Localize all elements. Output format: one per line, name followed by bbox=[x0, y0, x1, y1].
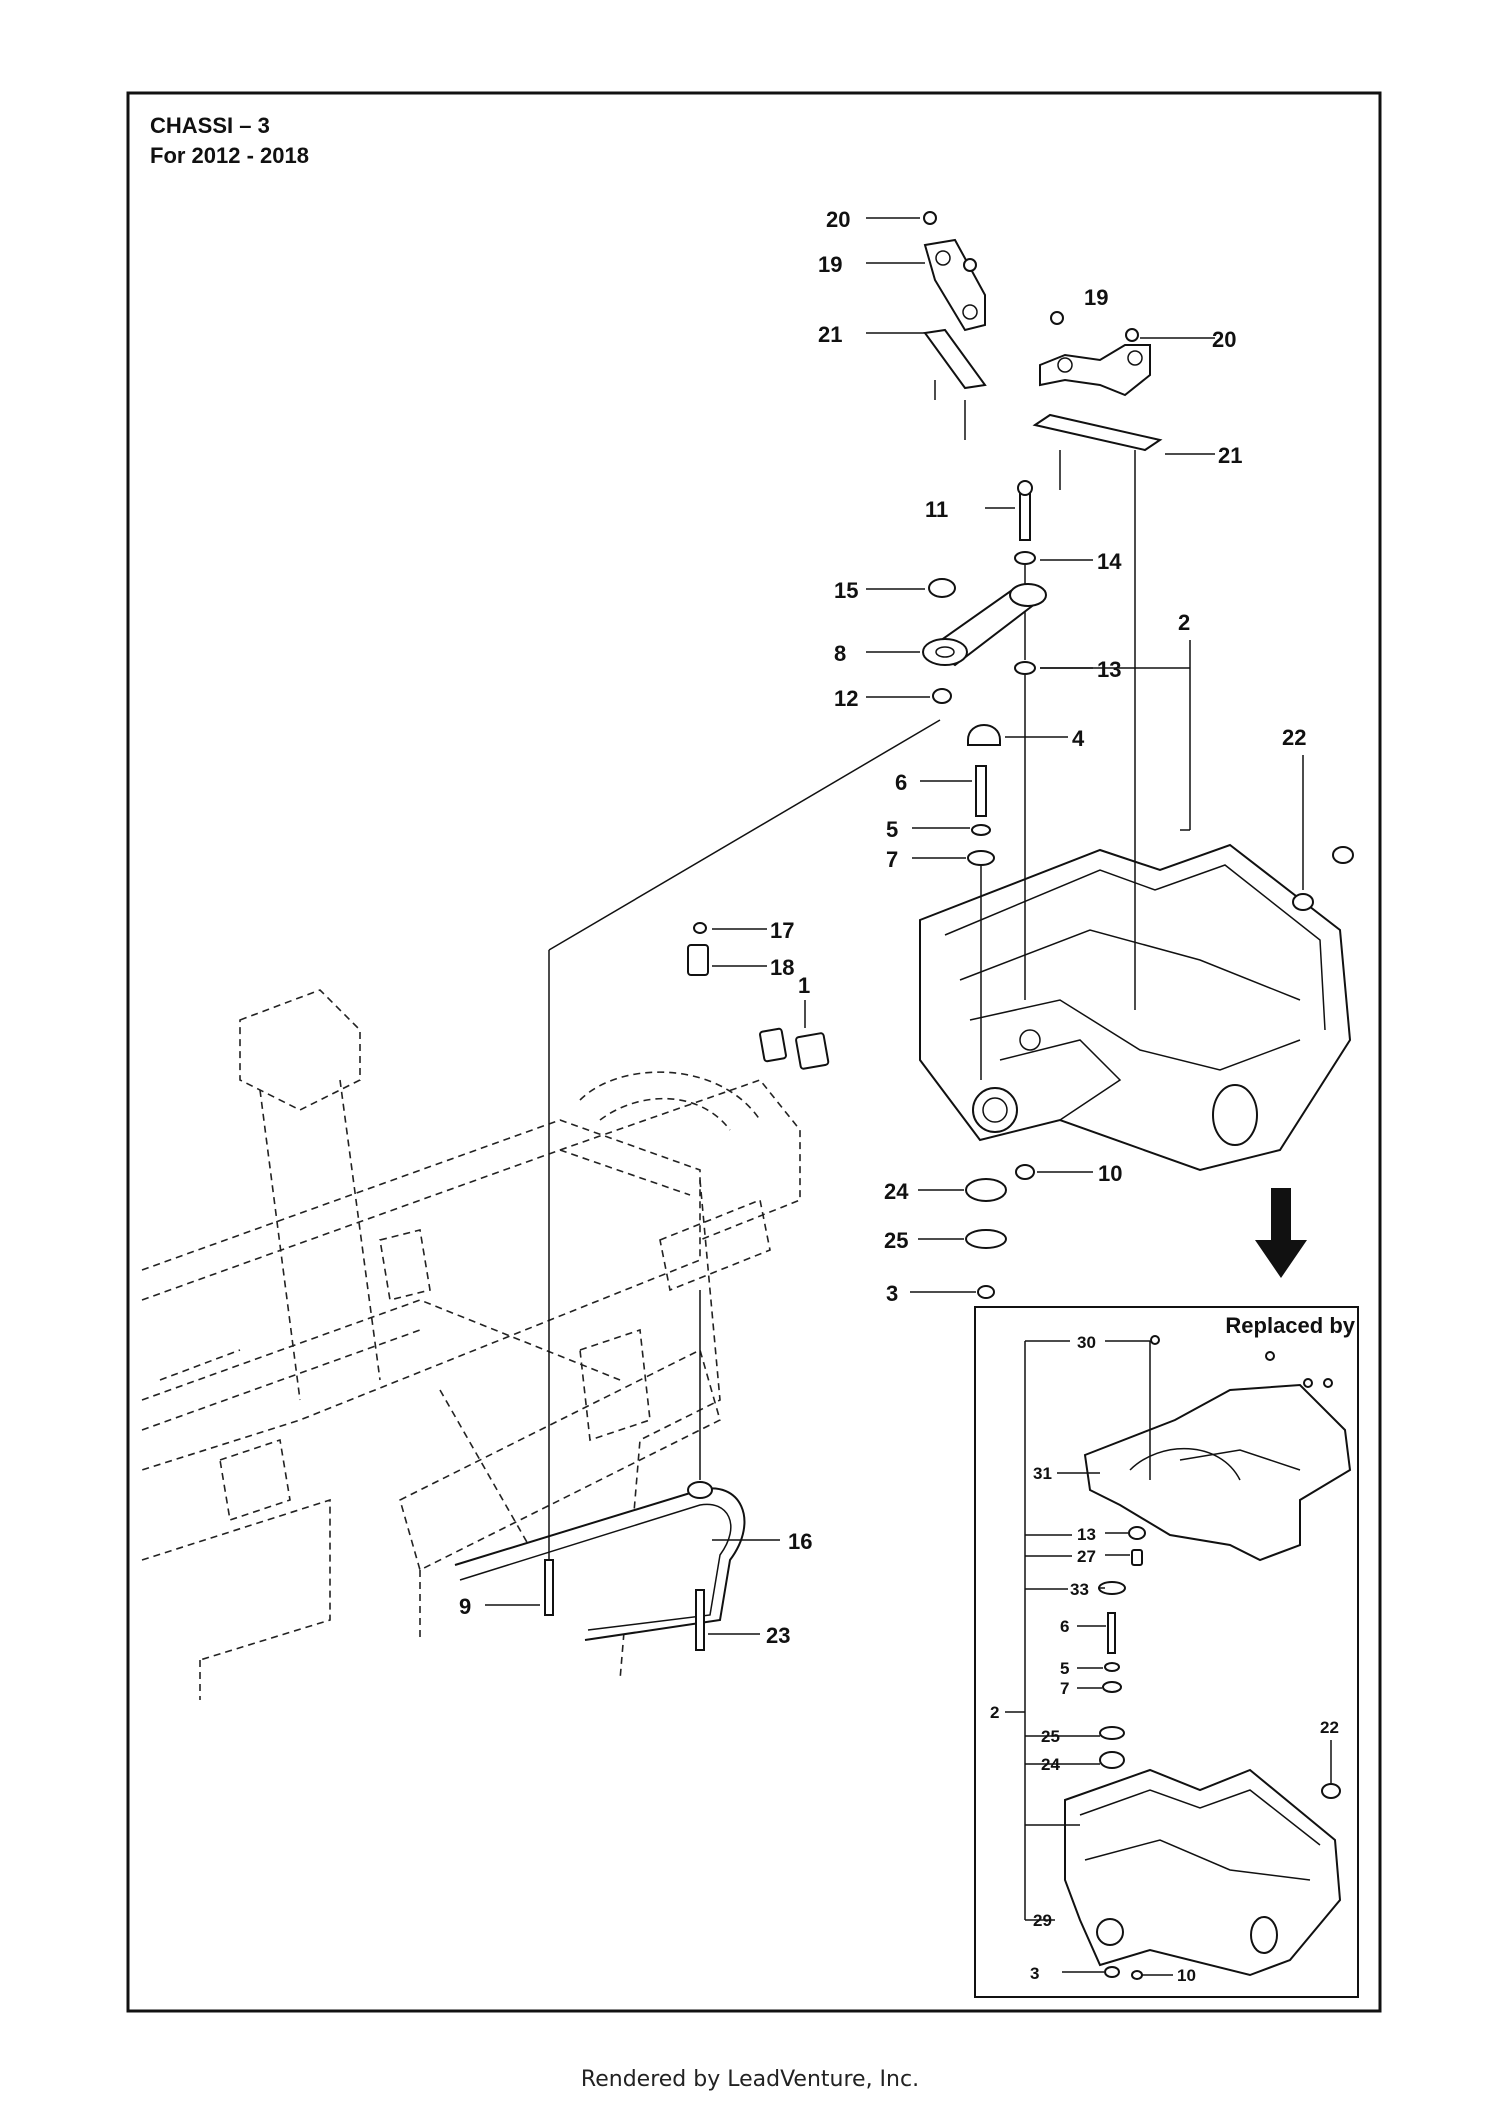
callout-22: 22 bbox=[1282, 725, 1306, 750]
part-6-bolt bbox=[975, 765, 987, 817]
inset-callout-3: 3 bbox=[1030, 1964, 1039, 1983]
callout-19a: 19 bbox=[818, 252, 842, 277]
inset-title: Replaced by bbox=[1225, 1313, 1355, 1338]
main-leader-lines bbox=[485, 217, 1304, 1635]
callout-7: 7 bbox=[886, 847, 898, 872]
part-9-bolt bbox=[544, 1559, 554, 1616]
part-12-nut bbox=[932, 688, 952, 704]
inset-callout-7: 7 bbox=[1060, 1679, 1069, 1698]
inset-callout-25: 25 bbox=[1041, 1727, 1060, 1746]
callout-20a: 20 bbox=[826, 207, 850, 232]
part-16-rod-inner bbox=[459, 1503, 732, 1631]
callout-19b: 19 bbox=[1084, 285, 1108, 310]
diagram-title: CHASSI – 3 bbox=[150, 113, 270, 138]
callout-11: 11 bbox=[925, 497, 948, 522]
part-8-link-arm bbox=[922, 583, 1047, 667]
callout-9: 9 bbox=[459, 1594, 471, 1619]
inset-callout-29: 29 bbox=[1033, 1911, 1052, 1930]
callout-1: 1 bbox=[798, 973, 810, 998]
part-16-bracket bbox=[687, 1481, 713, 1499]
part-3-nut bbox=[977, 1285, 995, 1299]
callout-13: 13 bbox=[1097, 657, 1121, 682]
callout-21b: 21 bbox=[1218, 443, 1242, 468]
arrow-down-icon bbox=[1255, 1188, 1307, 1278]
callout-4: 4 bbox=[1072, 726, 1085, 751]
callout-2: 2 bbox=[1178, 610, 1190, 635]
part-22-nut-a bbox=[1292, 893, 1314, 911]
part-1-pads bbox=[759, 1027, 830, 1070]
callout-8: 8 bbox=[834, 641, 846, 666]
callout-5: 5 bbox=[886, 817, 898, 842]
diagram-border bbox=[126, 91, 1382, 2013]
inset-callout-2: 2 bbox=[990, 1703, 999, 1722]
main-callouts: 20 19 21 19 20 21 11 14 15 2 8 13 12 4 2… bbox=[459, 207, 1306, 1648]
part-18-spacer bbox=[687, 944, 709, 976]
inset-callout-6: 6 bbox=[1060, 1617, 1069, 1636]
inset-callout-5: 5 bbox=[1060, 1659, 1069, 1678]
callout-3: 3 bbox=[886, 1281, 898, 1306]
part-19-bracket-left bbox=[923, 238, 986, 332]
inset-callout-30: 30 bbox=[1077, 1333, 1096, 1352]
callout-21a: 21 bbox=[818, 322, 842, 347]
inset-callout-33: 33 bbox=[1070, 1580, 1089, 1599]
part-10-nut bbox=[1015, 1164, 1035, 1180]
callout-24: 24 bbox=[884, 1179, 909, 1204]
part-20-screws-right bbox=[1050, 311, 1139, 342]
replacement-inset: Replaced by bbox=[974, 1306, 1359, 1998]
inset-callout-27: 27 bbox=[1077, 1547, 1096, 1566]
part-21-shim-left bbox=[923, 328, 987, 390]
callout-20b: 20 bbox=[1212, 327, 1236, 352]
part-23-bolt bbox=[695, 1589, 705, 1651]
part-14-washer bbox=[1014, 551, 1036, 565]
part-5-washer bbox=[971, 824, 991, 836]
inset-callout-13: 13 bbox=[1077, 1525, 1096, 1544]
part-17-nut bbox=[693, 922, 707, 934]
callout-14: 14 bbox=[1097, 549, 1122, 574]
callout-12: 12 bbox=[834, 686, 858, 711]
part-22-nut-b bbox=[1332, 846, 1354, 864]
callout-15: 15 bbox=[834, 578, 858, 603]
part-25-ring bbox=[965, 1229, 1007, 1249]
inset-callout-10: 10 bbox=[1177, 1966, 1196, 1985]
footer-credit: Rendered by LeadVenture, Inc. bbox=[581, 2067, 919, 2092]
part-20-screws-left bbox=[923, 211, 977, 272]
part-15-bushing bbox=[928, 578, 956, 598]
callout-25: 25 bbox=[884, 1228, 908, 1253]
chassis-frame bbox=[141, 989, 801, 1700]
part-21-shim-right bbox=[1032, 413, 1163, 452]
callout-16: 16 bbox=[788, 1529, 812, 1554]
inset-callout-31: 31 bbox=[1033, 1464, 1052, 1483]
diagram-subtitle: For 2012 - 2018 bbox=[150, 143, 309, 168]
callout-10: 10 bbox=[1098, 1161, 1122, 1186]
callout-17: 17 bbox=[770, 918, 794, 943]
callout-23: 23 bbox=[766, 1623, 790, 1648]
inset-callout-22: 22 bbox=[1320, 1718, 1339, 1737]
part-13-washer bbox=[1014, 661, 1036, 675]
callout-6: 6 bbox=[895, 770, 907, 795]
part-24-bearing bbox=[965, 1178, 1007, 1202]
inset-callout-24: 24 bbox=[1041, 1755, 1060, 1774]
part-7-washer bbox=[967, 850, 995, 866]
callout-18: 18 bbox=[770, 955, 794, 980]
part-11-bolt bbox=[1019, 491, 1031, 541]
part-19-bracket-right bbox=[1039, 344, 1151, 397]
part-4-cap bbox=[967, 724, 1001, 746]
